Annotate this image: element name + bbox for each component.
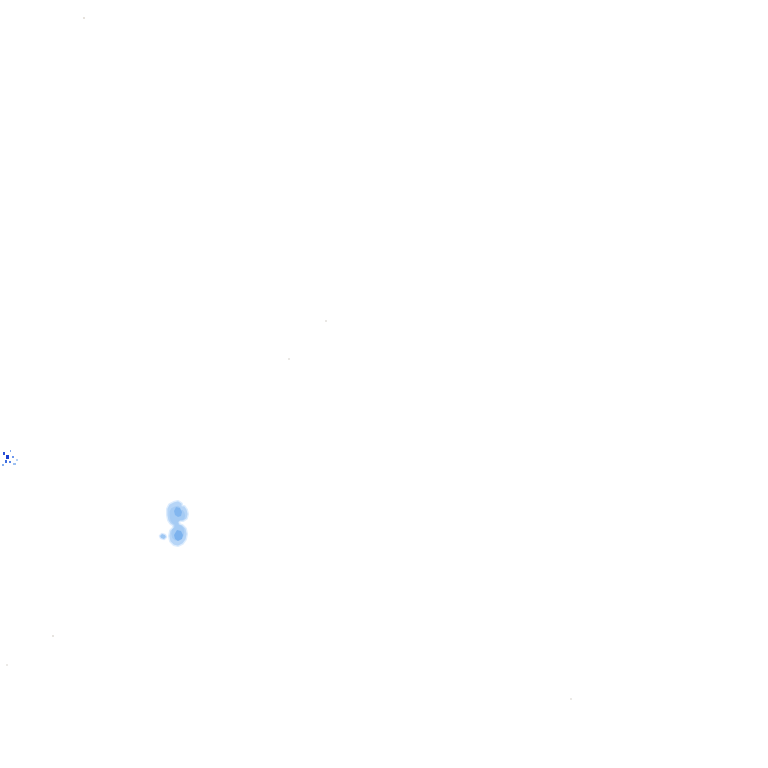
primary-water-body [166, 500, 189, 547]
dark-blue-pixel [10, 450, 11, 452]
water-core-upper [174, 507, 182, 517]
dark-blue-pixel [13, 463, 16, 465]
detached-water-dot [158, 532, 168, 541]
dark-blue-pixel [2, 464, 4, 466]
dark-blue-pixel [16, 459, 18, 461]
dark-blue-pixel [12, 456, 14, 458]
dot-fill [160, 534, 166, 539]
dark-blue-pixel-cluster [2, 450, 18, 466]
dark-blue-pixel [6, 455, 9, 459]
dark-blue-pixel [9, 461, 11, 463]
water-core-lower [174, 530, 183, 541]
dark-blue-pixel [5, 460, 7, 463]
dark-blue-pixel [3, 452, 5, 455]
